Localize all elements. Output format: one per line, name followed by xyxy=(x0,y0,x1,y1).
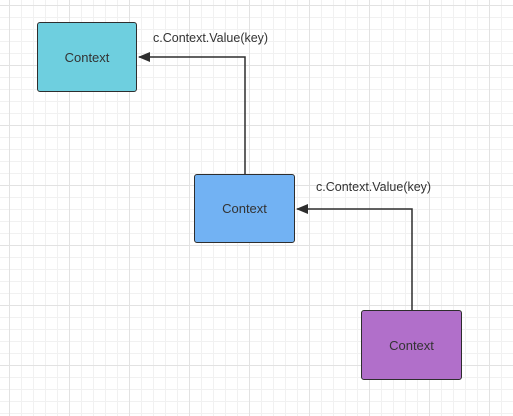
connector-arrow-1 xyxy=(138,52,246,174)
context-node-label: Context xyxy=(64,49,110,65)
context-node-label: Context xyxy=(389,337,434,353)
connector-arrow-2 xyxy=(296,204,413,310)
edge-label-value-call: c.Context.Value(key) xyxy=(316,180,432,194)
context-node-parent[interactable]: Context xyxy=(37,22,137,92)
context-node-child[interactable]: Context xyxy=(361,310,462,380)
context-node-label: Context xyxy=(222,201,267,216)
context-node-middle[interactable]: Context xyxy=(194,174,295,243)
edge-label-value-call: c.Context.Value(key) xyxy=(153,31,269,45)
